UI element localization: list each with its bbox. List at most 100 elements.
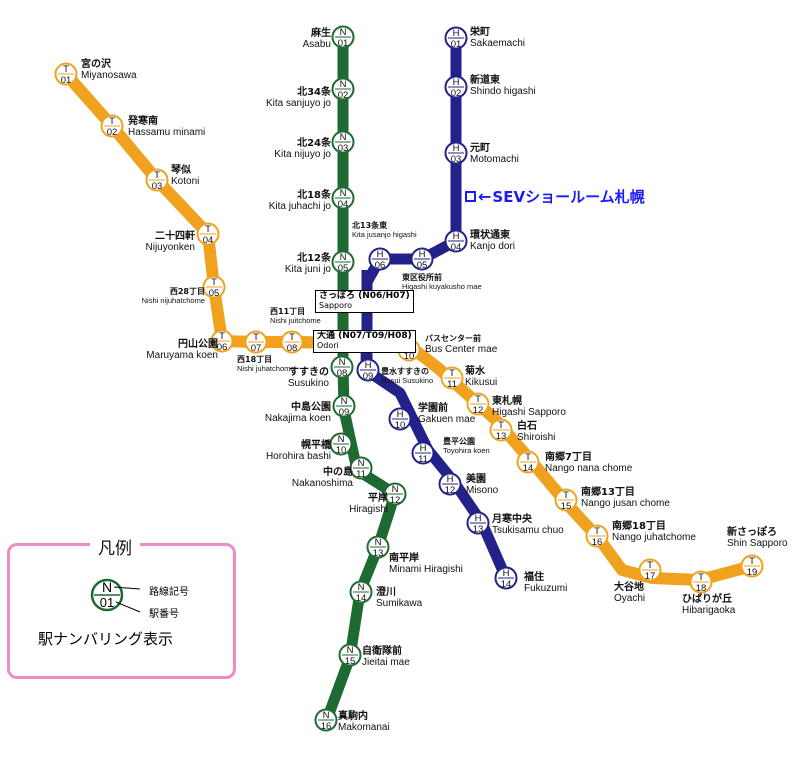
station-number: 18 <box>696 583 707 594</box>
transfer-sapporo-en: Sapporo <box>319 300 353 310</box>
station-node-layer: N01N02N03N04N05N08N09N10N11N12N13N14N15N… <box>54 25 764 732</box>
station-marker: T08 <box>280 330 304 354</box>
legend-pointer-route <box>113 586 141 590</box>
station-marker: N14 <box>349 580 373 604</box>
station-label-en: Sakaemachi <box>470 38 526 50</box>
station-number: 14 <box>356 593 367 604</box>
station-marker: H09 <box>356 358 380 382</box>
station-label-ja: 東区役所前 <box>402 273 442 282</box>
station-line-code: T <box>289 332 295 343</box>
station-label-ja: 平岸 <box>368 493 388 504</box>
station-marker: H13 <box>466 511 490 535</box>
station-label-en: Nakanoshima <box>291 478 353 490</box>
station-marker: H02 <box>444 75 468 99</box>
station-line-code: T <box>63 64 69 75</box>
station-marker: T11 <box>440 366 464 390</box>
station-label-ja: 真駒内 <box>338 711 368 722</box>
station-label-ja: 宮の沢 <box>81 59 111 70</box>
station-label-ja: 幌平橋 <box>301 440 331 451</box>
station-label-ja: 西28丁目 <box>169 287 205 296</box>
station-number: 01 <box>338 38 349 49</box>
station-label-ja: 西18丁目 <box>237 355 273 364</box>
station-number: 09 <box>363 371 374 382</box>
station-line-code: N <box>375 537 382 548</box>
station-marker: T06 <box>210 329 234 353</box>
station-label-ja: 福住 <box>524 572 544 583</box>
station-number: 04 <box>203 235 214 246</box>
station-marker: H03 <box>444 141 468 165</box>
station-label-en: Nijuyonken <box>145 242 195 254</box>
station-line-code: T <box>154 170 160 181</box>
station-marker: T16 <box>585 524 609 548</box>
station-marker: T17 <box>638 558 662 582</box>
station-label-ja: 月寒中央 <box>492 514 532 525</box>
station-label-en: Gakuen mae <box>418 414 476 426</box>
station-line-code: N <box>338 434 345 445</box>
station-label-ja: 元町 <box>470 143 490 154</box>
arrow-left-icon: ← <box>478 186 492 206</box>
station-label-ja: バスセンター前 <box>425 334 481 343</box>
station-label-en: Hassamu minami <box>128 127 206 139</box>
station-label-en: Kita sanjuyo jo <box>265 98 331 110</box>
station-label-ja: 大谷地 <box>614 582 644 593</box>
station-label-ja: 菊水 <box>465 366 485 377</box>
station-line-code: T <box>449 368 455 379</box>
legend-sample-num: 01 <box>100 595 114 610</box>
station-marker: H14 <box>494 566 518 590</box>
station-line-code: H <box>377 249 384 260</box>
station-line-code: N <box>340 79 347 90</box>
station-number: 17 <box>645 571 656 582</box>
station-label-ja: 豊平公園 <box>443 437 475 446</box>
transfer-odori-en: Odori <box>317 340 339 350</box>
station-number: 04 <box>451 242 462 253</box>
station-label-ja: 中島公園 <box>291 402 331 413</box>
station-line-code: H <box>447 474 454 485</box>
station-label-en: Higashi kuyakusho mae <box>402 281 482 291</box>
station-line-code: T <box>219 331 225 342</box>
station-number: 14 <box>523 463 534 474</box>
station-label-ja: 新さっぽろ <box>727 527 777 538</box>
legend-station-label: 駅番号 <box>149 609 179 620</box>
station-label-ja: 美園 <box>466 474 486 485</box>
station-line-code: T <box>698 572 704 583</box>
station-number: 16 <box>592 537 603 548</box>
station-number: 02 <box>107 127 118 138</box>
station-marker: T04 <box>196 222 220 246</box>
legend-diagram: N 01 <box>90 578 141 613</box>
station-label-ja: ひばりが丘 <box>682 594 732 605</box>
station-marker: T01 <box>54 62 78 86</box>
station-number: 14 <box>501 579 512 590</box>
station-label-en: Jieitai mae <box>362 657 410 669</box>
station-label-en: Tsukisamu chuo <box>492 525 564 537</box>
station-number: 01 <box>451 39 462 50</box>
station-number: 10 <box>336 445 347 456</box>
station-line-code: N <box>323 710 330 721</box>
station-label-ja: 新道東 <box>470 75 500 86</box>
station-number: 08 <box>337 368 348 379</box>
station-line-code: T <box>211 277 217 288</box>
station-marker: H01 <box>444 26 468 50</box>
station-label-ja: 南平岸 <box>389 553 419 564</box>
station-line-code: N <box>340 27 347 38</box>
station-marker: H06 <box>368 247 392 271</box>
station-line-code: H <box>453 28 460 39</box>
station-number: 10 <box>404 351 415 362</box>
station-line-code: H <box>420 443 427 454</box>
station-label-en: Shiroishi <box>517 432 556 444</box>
station-marker: N16 <box>314 708 338 732</box>
station-line-code: N <box>340 252 347 263</box>
station-number: 06 <box>375 260 386 271</box>
station-label-en: Hiragishi <box>349 504 388 516</box>
station-marker: T15 <box>554 488 578 512</box>
